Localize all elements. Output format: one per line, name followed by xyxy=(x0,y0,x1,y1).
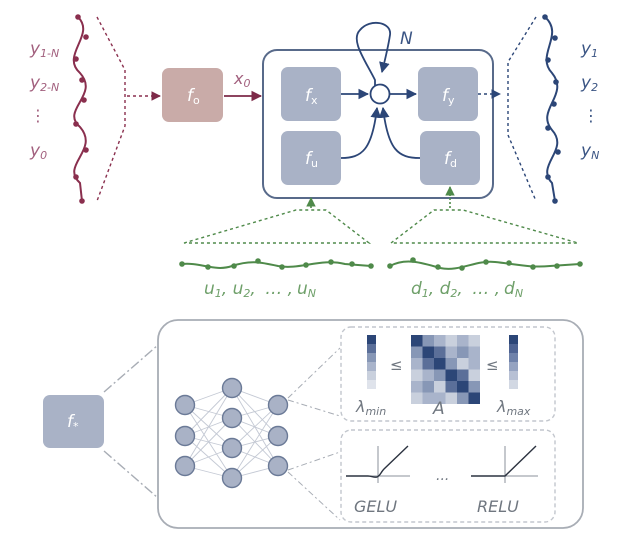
svg-text:yN: yN xyxy=(580,141,599,162)
matrix-cell xyxy=(457,358,469,370)
svg-text:y1: y1 xyxy=(580,39,598,60)
svg-text:fd: fd xyxy=(444,149,457,170)
input-projection-trapezoid xyxy=(96,16,126,202)
matrix-cell xyxy=(434,346,446,358)
matrix-cell xyxy=(434,358,446,370)
activation-subpanel xyxy=(340,429,556,523)
input-sequence-labels: y1-N y2-N ⋮ y0 xyxy=(29,39,59,162)
matrix-cell xyxy=(457,392,469,404)
matrix-cell xyxy=(468,392,480,404)
matrix-cell xyxy=(411,381,423,393)
matrix-cell xyxy=(468,369,480,381)
lambda-max-label: λmax xyxy=(496,397,531,418)
recurrence-loop: N xyxy=(355,21,413,88)
neural-network xyxy=(174,347,341,521)
matrix-cell xyxy=(422,392,434,404)
lambda-min-label: λmin xyxy=(355,397,386,418)
matrix-cell xyxy=(411,335,423,347)
matrix-cell xyxy=(411,346,423,358)
input-sequence: y1-N y2-N ⋮ y0 xyxy=(29,14,161,204)
svg-text:y1-N: y1-N xyxy=(29,39,59,60)
matrix-cell xyxy=(411,358,423,370)
input-signal-points xyxy=(73,14,89,204)
matrix-cell xyxy=(445,392,457,404)
matrix-cell xyxy=(457,335,469,347)
svg-text:fy: fy xyxy=(442,86,455,107)
matrix-cell xyxy=(457,381,469,393)
matrix-cell xyxy=(445,369,457,381)
matrix-cell xyxy=(422,369,434,381)
f-d-block: fd xyxy=(420,131,480,185)
output-sequence: y1 y2 ⋮ yN xyxy=(507,14,599,204)
nn-nodes xyxy=(174,377,289,489)
input-signal-curve xyxy=(72,16,87,202)
detail-panel xyxy=(157,319,584,529)
matrix-cell xyxy=(468,381,480,393)
svg-text:⋮: ⋮ xyxy=(583,106,599,125)
gelu-label: GELU xyxy=(354,497,397,516)
matrix-cell xyxy=(445,346,457,358)
f-u-block: fu xyxy=(281,131,341,185)
matrix-cell xyxy=(411,392,423,404)
svg-text:u1, u2, … ,uN: u1, u2, … ,uN xyxy=(204,279,316,300)
f-o-block: fo xyxy=(162,68,223,122)
svg-text:fo: fo xyxy=(187,86,200,107)
matrix-cell xyxy=(445,381,457,393)
svg-text:x0: x0 xyxy=(233,69,250,90)
leq-left: ≤ xyxy=(390,356,403,374)
matrix-a-label: A xyxy=(432,399,445,419)
callout-lines xyxy=(103,344,159,499)
model-frame xyxy=(262,49,494,199)
disturbance-input-sequence: d1, d2, … ,dN xyxy=(387,186,583,300)
relu-plot xyxy=(471,445,538,483)
f-x-block: fx xyxy=(281,67,341,121)
matrix-cell xyxy=(422,346,434,358)
matrix-cell xyxy=(468,335,480,347)
lambda-min-vector xyxy=(367,335,376,389)
svg-text:fu: fu xyxy=(305,149,318,170)
matrix-cell xyxy=(422,335,434,347)
svg-text:y0: y0 xyxy=(29,141,47,162)
output-projection-trapezoid xyxy=(507,16,537,202)
nn-edges xyxy=(184,387,279,479)
matrix-cell xyxy=(422,358,434,370)
svg-text:y2: y2 xyxy=(580,73,598,94)
matrix-cell xyxy=(457,369,469,381)
matrix-cell xyxy=(457,346,469,358)
matrix-cell xyxy=(434,335,446,347)
matrix-cell xyxy=(434,392,446,404)
matrix-cell xyxy=(422,381,434,393)
lambda-max-vector xyxy=(509,335,518,389)
matrix-cell xyxy=(411,369,423,381)
matrix-cell xyxy=(445,358,457,370)
svg-text:f*: f* xyxy=(67,412,79,433)
initial-state-arrow: x0 xyxy=(224,69,263,102)
matrix-cell xyxy=(468,346,480,358)
svg-text:d1, d2, … ,dN: d1, d2, … ,dN xyxy=(411,279,523,300)
loop-count-label: N xyxy=(400,29,413,49)
matrix-cell xyxy=(445,335,457,347)
control-input-sequence: u1, u2, … ,uN xyxy=(179,197,374,300)
nn-callout-lines xyxy=(287,347,341,521)
relu-label: RELU xyxy=(477,497,519,516)
f-star-block: f* xyxy=(43,395,104,448)
output-signal-curve xyxy=(544,16,559,202)
output-sequence-labels: y1 y2 ⋮ yN xyxy=(580,39,599,162)
svg-text:fx: fx xyxy=(305,86,318,107)
matrix-cell xyxy=(434,369,446,381)
summation-node xyxy=(369,83,391,105)
leq-right: ≤ xyxy=(486,356,499,374)
internal-arrows xyxy=(340,88,421,159)
f-y-block: fy xyxy=(418,67,478,121)
output-signal-points xyxy=(542,14,561,204)
svg-text:y2-N: y2-N xyxy=(29,73,59,94)
matrix-cell xyxy=(434,381,446,393)
spectral-subpanel xyxy=(340,326,556,422)
svg-text:⋮: ⋮ xyxy=(30,106,46,125)
activation-ellipsis: ... xyxy=(436,468,449,484)
gelu-plot xyxy=(346,445,410,483)
matrix-a-heatmap xyxy=(411,335,480,404)
matrix-cell xyxy=(468,358,480,370)
